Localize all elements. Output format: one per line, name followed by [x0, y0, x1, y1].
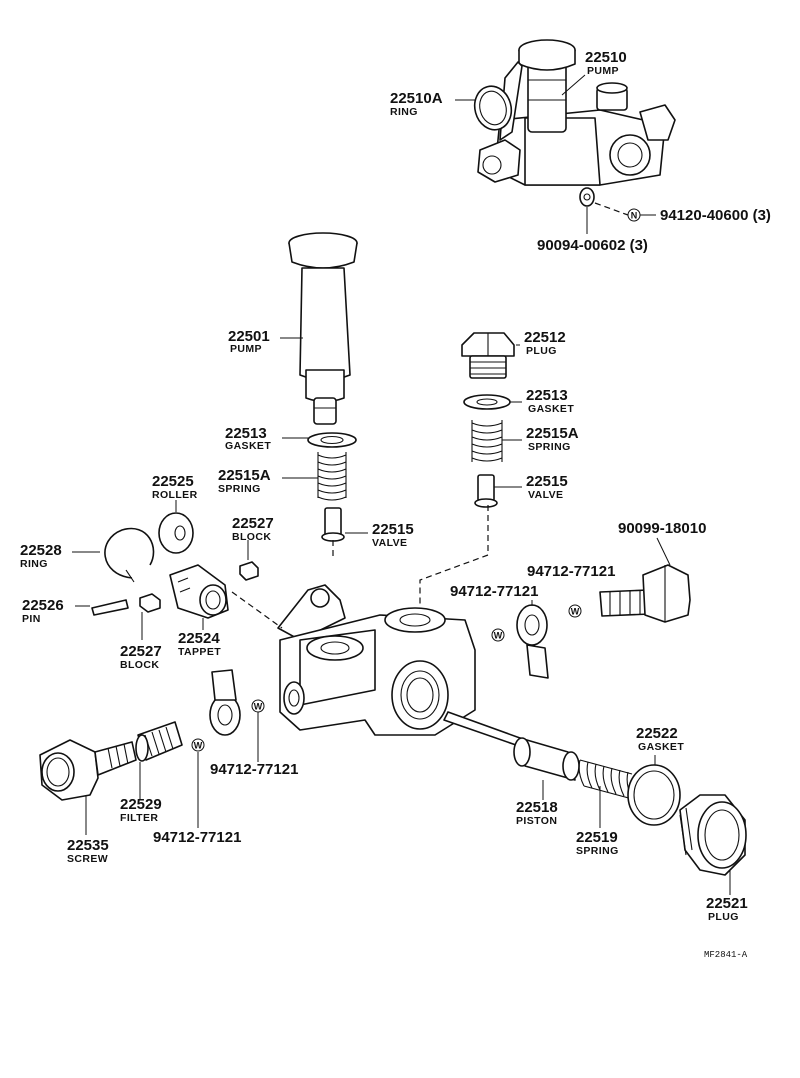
- label-22529-num: 22529: [120, 796, 162, 813]
- label-22513r-name: GASKET: [528, 403, 574, 415]
- svg-text:N: N: [631, 211, 638, 221]
- label-22527t-num: 22527: [232, 515, 274, 532]
- label-22515al-num: 22515A: [218, 467, 271, 484]
- label-22526-name: PIN: [22, 613, 41, 625]
- marker-w-c: W: [251, 699, 265, 713]
- label-22513l-name: GASKET: [225, 440, 271, 452]
- label-94120-num: 94120-40600 (3): [660, 207, 771, 224]
- label-22522-num: 22522: [636, 725, 678, 742]
- label-22510-num: 22510: [585, 49, 627, 66]
- label-90094-num: 90094-00602 (3): [537, 237, 648, 254]
- label-22510a-num: 22510A: [390, 90, 443, 107]
- label-22535-num: 22535: [67, 837, 109, 854]
- label-90099-num: 90099-18010: [618, 520, 706, 537]
- label-22528-num: 22528: [20, 542, 62, 559]
- marker-w-a: W: [568, 604, 582, 618]
- label-22519-name: SPRING: [576, 845, 619, 857]
- label-22526-num: 22526: [22, 597, 64, 614]
- right-valve-stack: [461, 332, 515, 508]
- label-22527t-name: BLOCK: [232, 531, 271, 543]
- circle-markers: N W W W W: [191, 208, 641, 752]
- label-22515al-name: SPRING: [218, 483, 261, 495]
- label-22513l-num: 22513: [225, 425, 267, 442]
- banjo-bolt-drawing: [599, 564, 691, 623]
- leader-lines: [72, 74, 731, 895]
- label-22521-name: PLUG: [708, 911, 739, 923]
- screw-filter-drawing: [39, 721, 183, 801]
- marker-n-94120: N: [627, 208, 641, 222]
- label-22512-name: PLUG: [526, 345, 557, 357]
- marker-w-d: W: [191, 738, 205, 752]
- label-22525-name: ROLLER: [152, 489, 198, 501]
- label-22524-name: TAPPET: [178, 646, 221, 658]
- label-22510a-name: RING: [390, 106, 418, 118]
- tappet-parts: [91, 512, 259, 619]
- label-22501-num: 22501: [228, 328, 270, 345]
- label-22513r-num: 22513: [526, 387, 568, 404]
- svg-text:W: W: [494, 631, 503, 641]
- label-22528-name: RING: [20, 558, 48, 570]
- label-22518-name: PISTON: [516, 815, 557, 827]
- label-22527b-name: BLOCK: [120, 659, 159, 671]
- svg-text:W: W: [194, 741, 203, 751]
- label-22510-name: PUMP: [587, 65, 619, 77]
- label-22524-num: 22524: [178, 630, 220, 647]
- label-22515l-num: 22515: [372, 521, 414, 538]
- label-22515l-name: VALVE: [372, 537, 407, 549]
- label-22535-name: SCREW: [67, 853, 108, 865]
- banjo-fittings: [209, 604, 549, 736]
- label-94712a-num: 94712-77121: [527, 563, 615, 580]
- svg-text:W: W: [571, 607, 580, 617]
- label-22518-num: 22518: [516, 799, 558, 816]
- diagram-code: MF2841-A: [704, 950, 748, 960]
- label-22512-num: 22512: [524, 329, 566, 346]
- label-22525-num: 22525: [152, 473, 194, 490]
- label-22521-num: 22521: [706, 895, 748, 912]
- pump-body-drawing: [277, 584, 476, 736]
- label-22519-num: 22519: [576, 829, 618, 846]
- label-94712b-num: 94712-77121: [450, 583, 538, 600]
- label-22515r-num: 22515: [526, 473, 568, 490]
- label-94712d-num: 94712-77121: [153, 829, 241, 846]
- label-94712c-num: 94712-77121: [210, 761, 298, 778]
- svg-text:W: W: [254, 702, 263, 712]
- label-22515ar-num: 22515A: [526, 425, 579, 442]
- label-22527b-num: 22527: [120, 643, 162, 660]
- left-valve-stack: [307, 432, 357, 542]
- label-22501-name: PUMP: [230, 343, 262, 355]
- assembled-pump-drawing: [473, 39, 676, 207]
- callout-labels: 22510 PUMP 22510A RING 94120-40600 (3) 9…: [20, 49, 771, 960]
- label-22522-name: GASKET: [638, 741, 684, 753]
- label-22515ar-name: SPRING: [528, 441, 571, 453]
- piston-spring-plug-drawing: [443, 711, 747, 876]
- label-22515r-name: VALVE: [528, 489, 563, 501]
- marker-w-b: W: [491, 628, 505, 642]
- hand-pump-drawing: [288, 232, 358, 425]
- label-22529-name: FILTER: [120, 812, 158, 824]
